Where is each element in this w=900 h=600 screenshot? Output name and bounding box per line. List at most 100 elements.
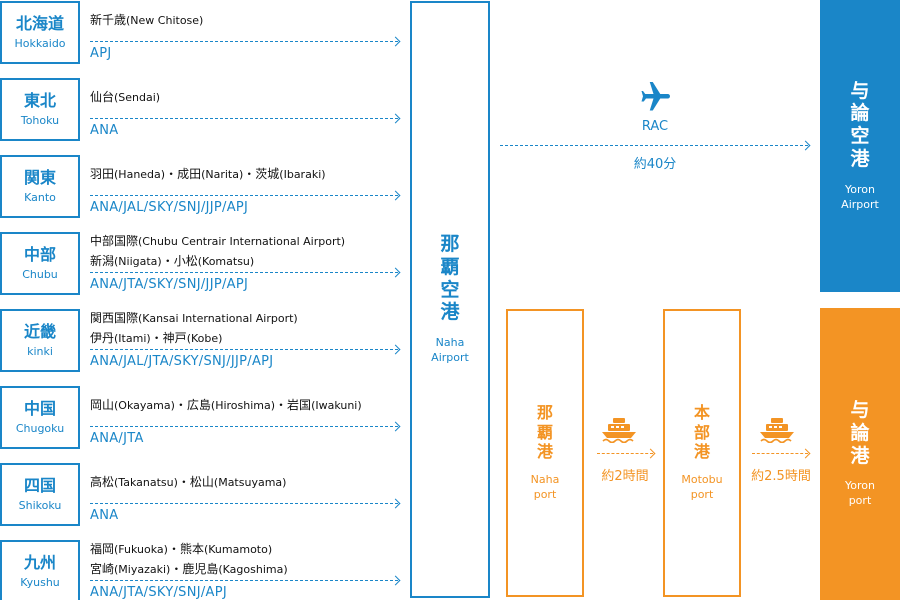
region-box: 近畿 kinki bbox=[0, 309, 80, 372]
route-arrow bbox=[90, 426, 398, 427]
region-box: 関東 Kanto bbox=[0, 155, 80, 218]
airport-name-jp: 関西国際 bbox=[90, 311, 139, 325]
yoron-airport-jp: 与論空港 bbox=[850, 79, 870, 170]
region-name-en: Tohoku bbox=[20, 113, 60, 127]
departure-airports: 宮崎(Miyazaki)・鹿児島(Kagoshima) bbox=[90, 562, 288, 576]
region-box: 四国 Shikoku bbox=[0, 463, 80, 526]
airport-name-en: (Kobe) bbox=[186, 332, 223, 345]
airport-name-jp: 宮崎 bbox=[90, 562, 115, 576]
flight-carrier-label: RAC bbox=[641, 119, 669, 134]
departure-airports: 新千歳(New Chitose) bbox=[90, 13, 203, 27]
airline-codes: APJ bbox=[90, 46, 112, 61]
region-name-en: Chugoku bbox=[15, 421, 65, 435]
airport-name-en: (Kagoshima) bbox=[218, 563, 288, 576]
naha-port-box: 那覇港 Naha port bbox=[506, 309, 584, 597]
airport-name-jp: 高松 bbox=[90, 475, 115, 489]
ferry1-arrow bbox=[597, 453, 653, 454]
region-name-en: kinki bbox=[27, 344, 53, 358]
airport-name-jp: ・小松 bbox=[161, 254, 198, 268]
motobu-port-box: 本部港 Motobu port bbox=[663, 309, 741, 597]
departure-airports: 中部国際(Chubu Centrair International Airpor… bbox=[90, 234, 345, 248]
region-name-jp: 中部 bbox=[23, 245, 56, 265]
ferry-icon bbox=[602, 418, 636, 443]
airport-name-jp: ・岩国 bbox=[275, 398, 312, 412]
region-name-en: Hokkaido bbox=[14, 36, 66, 50]
departure-airports: 羽田(Haneda)・成田(Narita)・茨城(Ibaraki) bbox=[90, 167, 326, 181]
region-name-jp: 四国 bbox=[23, 476, 56, 496]
route-arrow bbox=[90, 272, 398, 273]
airport-name-en: (Itami) bbox=[114, 332, 151, 345]
airport-name-en: (Niigata) bbox=[114, 255, 162, 268]
region-name-jp: 関東 bbox=[23, 168, 56, 188]
naha-airport-box: 那覇空港 Naha Airport bbox=[410, 1, 490, 598]
flight-arrow bbox=[500, 145, 808, 146]
airline-codes: ANA/JTA bbox=[90, 431, 144, 446]
airport-name-jp: 岡山 bbox=[90, 398, 115, 412]
airport-name-en: (Narita) bbox=[201, 168, 244, 181]
yoron-port-box: 与論港 Yoron port bbox=[820, 308, 900, 600]
naha-port-en: Naha port bbox=[530, 472, 560, 501]
airport-name-en: (Chubu Centrair International Airport) bbox=[138, 235, 346, 248]
airport-name-jp: 中部国際 bbox=[90, 234, 139, 248]
flight-time-label: 約40分 bbox=[633, 157, 677, 172]
yoron-airport-en: Yoron Airport bbox=[841, 182, 879, 211]
region-name-jp: 東北 bbox=[23, 91, 56, 111]
airline-codes: ANA/JTA/SKY/SNJ/JJP/APJ bbox=[90, 277, 249, 292]
airport-name-jp: ・成田 bbox=[165, 167, 202, 181]
airport-name-en: (Haneda) bbox=[114, 168, 166, 181]
departure-airports: 仙台(Sendai) bbox=[90, 90, 160, 104]
airport-name-en: (Okayama) bbox=[114, 399, 175, 412]
region-name-jp: 九州 bbox=[23, 553, 56, 573]
ferry2-arrow bbox=[752, 453, 808, 454]
yoron-port-jp: 与論港 bbox=[850, 398, 870, 467]
airport-name-en: (Matsuyama) bbox=[213, 476, 287, 489]
airline-codes: ANA bbox=[90, 508, 119, 523]
region-name-jp: 中国 bbox=[23, 399, 56, 419]
route-arrow bbox=[90, 195, 398, 196]
airport-name-jp: ・広島 bbox=[174, 398, 211, 412]
motobu-port-jp: 本部港 bbox=[693, 403, 710, 461]
airline-codes: ANA/JAL/JTA/SKY/SNJ/JJP/APJ bbox=[90, 354, 274, 369]
airport-name-en: (Sendai) bbox=[114, 91, 161, 104]
region-name-en: Chubu bbox=[22, 267, 58, 281]
route-arrow bbox=[90, 41, 398, 42]
yoron-airport-box: 与論空港 Yoron Airport bbox=[820, 0, 900, 292]
airport-name-jp: ・茨城 bbox=[243, 167, 280, 181]
departure-airports: 高松(Takanatsu)・松山(Matsuyama) bbox=[90, 475, 286, 489]
airport-name-en: (Kumamoto) bbox=[203, 543, 273, 556]
airport-name-en: (Hiroshima) bbox=[210, 399, 276, 412]
region-box: 中部 Chubu bbox=[0, 232, 80, 295]
airport-name-jp: ・鹿児島 bbox=[170, 562, 219, 576]
airport-name-jp: 仙台 bbox=[90, 90, 115, 104]
airport-name-en: (Komatsu) bbox=[197, 255, 255, 268]
airport-name-en: (New Chitose) bbox=[126, 14, 204, 27]
region-box: 九州 Kyushu bbox=[0, 540, 80, 600]
departure-airports: 岡山(Okayama)・広島(Hiroshima)・岩国(Iwakuni) bbox=[90, 398, 362, 412]
airport-name-jp: 新千歳 bbox=[90, 13, 127, 27]
airplane-icon bbox=[641, 82, 670, 111]
region-name-en: Kanto bbox=[24, 190, 56, 204]
ferry1-time-label: 約2時間 bbox=[601, 469, 649, 484]
airport-name-jp: 新潟 bbox=[90, 254, 115, 268]
motobu-port-en: Motobu port bbox=[681, 472, 723, 501]
region-name-en: Kyushu bbox=[20, 575, 60, 589]
ferry-icon bbox=[760, 418, 794, 443]
airport-name-jp: 福岡 bbox=[90, 542, 115, 556]
naha-airport-en: Naha Airport bbox=[431, 336, 469, 365]
route-arrow bbox=[90, 118, 398, 119]
airport-name-jp: 羽田 bbox=[90, 167, 115, 181]
region-name-jp: 近畿 bbox=[23, 322, 56, 342]
region-name-en: Shikoku bbox=[18, 498, 62, 512]
naha-airport-jp: 那覇空港 bbox=[440, 233, 460, 324]
departure-airports: 関西国際(Kansai International Airport) bbox=[90, 311, 298, 325]
airport-name-jp: ・神戸 bbox=[150, 331, 187, 345]
route-arrow bbox=[90, 503, 398, 504]
departure-airports: 福岡(Fukuoka)・熊本(Kumamoto) bbox=[90, 542, 272, 556]
ferry2-time-label: 約2.5時間 bbox=[751, 469, 811, 484]
airline-codes: ANA/JAL/SKY/SNJ/JJP/APJ bbox=[90, 200, 249, 215]
region-box: 中国 Chugoku bbox=[0, 386, 80, 449]
region-box: 東北 Tohoku bbox=[0, 78, 80, 141]
airport-name-en: (Iwakuni) bbox=[311, 399, 362, 412]
departure-airports: 新潟(Niigata)・小松(Komatsu) bbox=[90, 254, 254, 268]
